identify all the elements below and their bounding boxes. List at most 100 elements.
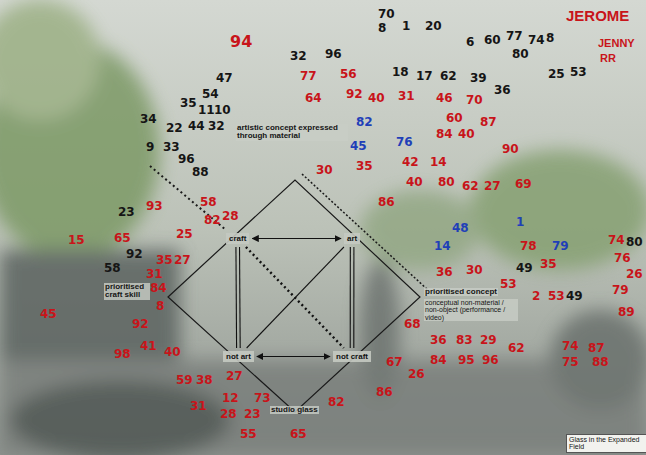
- callout-number: 45: [40, 308, 57, 321]
- callout-number: 53: [570, 66, 587, 79]
- callout-number: 58: [104, 262, 121, 275]
- callout-number: 84: [436, 128, 453, 141]
- callout-number: 59: [176, 374, 193, 387]
- callout-number: 58: [200, 196, 217, 209]
- callout-number: 86: [376, 386, 393, 399]
- callout-number: 45: [350, 140, 367, 153]
- connector: [247, 247, 344, 348]
- callout-number: 48: [452, 222, 469, 235]
- callout-number: 62: [440, 70, 457, 83]
- callout-number: 88: [592, 356, 609, 369]
- callout-number: 49: [516, 262, 533, 275]
- callout-number: 39: [470, 72, 487, 85]
- callout-number: 67: [386, 356, 403, 369]
- term-label: craft: [229, 234, 246, 243]
- callout-number: 22: [166, 122, 183, 135]
- callout-number: 68: [404, 318, 421, 331]
- callout-number: 25: [548, 68, 565, 81]
- callout-number: 82: [328, 396, 345, 409]
- callout-number: 92: [346, 88, 363, 101]
- callout-number: 18: [392, 66, 409, 79]
- callout-number: 29: [480, 334, 497, 347]
- annotation-label: Glass in the Expanded Field: [566, 434, 646, 453]
- callout-number: 70: [378, 8, 395, 21]
- callout-number: 27: [484, 180, 501, 193]
- callout-number: 76: [614, 252, 631, 265]
- term-node: craft: [226, 233, 249, 244]
- callout-number: 31: [398, 90, 415, 103]
- connector-line: [252, 238, 341, 239]
- callout-number: 77: [506, 30, 523, 43]
- callout-number: 8: [546, 32, 554, 45]
- connector: [246, 247, 344, 348]
- callout-number: 44: [188, 120, 205, 133]
- callout-number: 9: [146, 141, 154, 154]
- callout-number: 33: [163, 141, 180, 154]
- callout-number: 53: [500, 278, 517, 291]
- connector-line: [246, 247, 344, 348]
- callout-number: 17: [416, 70, 433, 83]
- callout-number: 87: [588, 342, 605, 355]
- callout-number: 32: [290, 50, 307, 63]
- callout-number: 74: [608, 234, 625, 247]
- callout-number: 26: [408, 368, 425, 381]
- callout-number: 96: [325, 48, 342, 61]
- square-frame: [150, 166, 428, 412]
- term-label: not craft: [336, 352, 368, 361]
- callout-number: 38: [196, 374, 213, 387]
- callout-number: 74: [528, 34, 545, 47]
- callout-number: 60: [446, 112, 463, 125]
- callout-number: 62: [508, 342, 525, 355]
- callout-number: 36: [436, 266, 453, 279]
- annotation-label: conceptual non-material / non-object (pe…: [424, 299, 518, 321]
- callout-number: 80: [626, 236, 643, 249]
- callout-number: 96: [178, 153, 195, 166]
- callout-number: 35: [156, 254, 173, 267]
- callout-number: 94: [230, 34, 252, 51]
- callout-number: 1: [516, 216, 524, 229]
- callout-number: 64: [305, 92, 322, 105]
- callout-number: 27: [226, 370, 243, 383]
- name-label: JENNY: [598, 38, 635, 50]
- callout-number: 28: [220, 408, 237, 421]
- annotation-label: studio glass: [270, 406, 319, 414]
- connector-line: [247, 247, 344, 348]
- callout-number: 82: [356, 116, 373, 129]
- callout-number: 62: [462, 180, 479, 193]
- callout-number: 90: [502, 143, 519, 156]
- callout-number: 54: [202, 88, 219, 101]
- callout-number: 82: [204, 214, 221, 227]
- connector: [350, 247, 354, 348]
- name-label: JEROME: [566, 8, 629, 24]
- callout-number: 77: [300, 70, 317, 83]
- callout-number: 84: [150, 282, 167, 295]
- callout-number: 23: [244, 408, 261, 421]
- callout-number: 40: [368, 92, 385, 105]
- callout-number: 14: [434, 240, 451, 253]
- callout-number: 75: [562, 356, 579, 369]
- callout-number: 89: [618, 306, 635, 319]
- term-label: art: [347, 234, 357, 243]
- callout-number: 35: [356, 160, 373, 173]
- callout-number: 6: [466, 36, 474, 49]
- callout-number: 46: [436, 92, 453, 105]
- callout-number: 36: [430, 334, 447, 347]
- callout-number: 40: [458, 128, 475, 141]
- callout-number: 35: [540, 258, 557, 271]
- callout-number: 35: [180, 97, 197, 110]
- callout-number: 8: [378, 22, 386, 35]
- callout-number: 60: [484, 34, 501, 47]
- callout-number: 83: [456, 334, 473, 347]
- callout-number: 92: [132, 318, 149, 331]
- callout-number: 74: [562, 340, 579, 353]
- callout-number: 40: [164, 346, 181, 359]
- annotation-label: artistic concept expressed through mater…: [236, 124, 348, 141]
- callout-number: 12: [222, 392, 239, 405]
- callout-number: 25: [176, 228, 193, 241]
- callout-number: 93: [146, 200, 163, 213]
- callout-number: 34: [140, 113, 157, 126]
- callout-number: 27: [174, 254, 191, 267]
- callout-number: 49: [566, 290, 583, 303]
- callout-number: 11: [198, 104, 215, 117]
- callout-number: 30: [316, 164, 333, 177]
